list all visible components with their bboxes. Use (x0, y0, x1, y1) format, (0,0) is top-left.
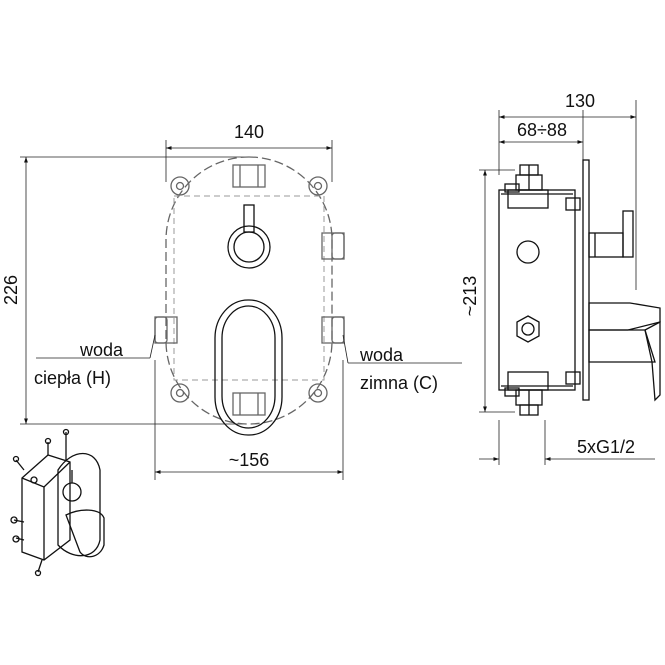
cold-water-label-line2: zimna (C) (360, 373, 438, 393)
side-top-connector (507, 164, 549, 209)
cold-water-label-line1: woda (359, 345, 404, 365)
valve-body (498, 189, 576, 391)
mounting-ear-tl (170, 176, 190, 196)
side-cover-plate (582, 159, 590, 401)
right-upper-port (321, 232, 345, 260)
dim-plate-width: ~156 (229, 450, 270, 470)
side-diverter-knob (588, 210, 634, 258)
side-bottom-connector (507, 371, 549, 416)
side-port-circle (516, 240, 540, 264)
hot-water-label-line2: ciepła (H) (34, 368, 111, 388)
side-mixer-lever (588, 302, 661, 402)
dim-front-height: 226 (1, 275, 21, 305)
mounting-ear-bl (170, 383, 190, 403)
isometric-view (10, 428, 105, 577)
side-hex-nut (516, 315, 540, 343)
hot-water-label-line1: woda (79, 340, 124, 360)
diverter-knob (227, 204, 271, 269)
hot-port (154, 316, 178, 344)
dim-side-range: 68÷88 (517, 120, 567, 140)
bottom-port (232, 392, 266, 416)
mounting-ear-tr (308, 176, 328, 196)
dim-side-height: ~213 (460, 276, 480, 317)
mixer-lever (214, 299, 283, 436)
side-view (479, 100, 661, 465)
dim-connections: 5xG1/2 (577, 437, 635, 457)
cover-plate-outline (165, 156, 333, 425)
mounting-ear-br (308, 383, 328, 403)
top-port (232, 164, 266, 188)
cold-port (321, 316, 345, 344)
dim-side-total: 130 (565, 91, 595, 111)
front-view (20, 140, 462, 480)
dim-front-width: 140 (234, 122, 264, 142)
